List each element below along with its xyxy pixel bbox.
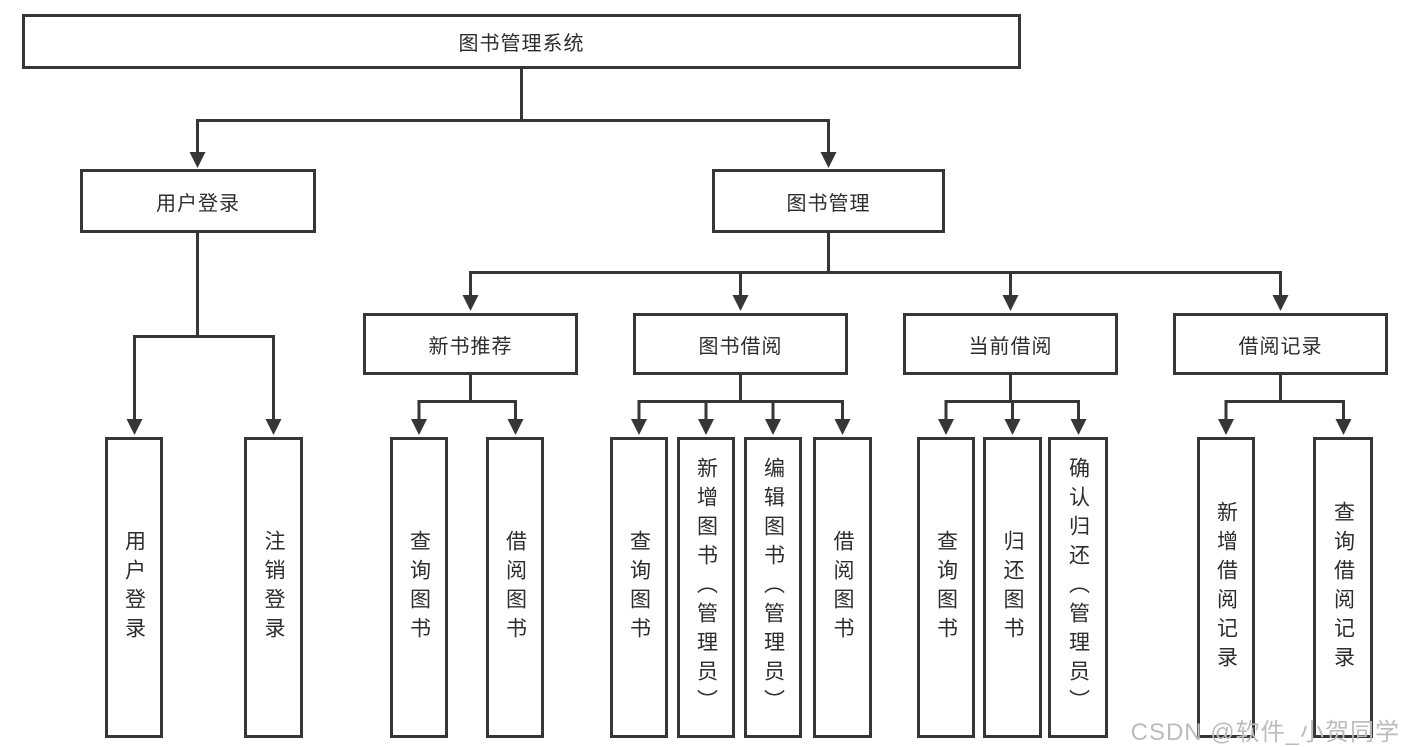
node-current-borrow-label: 当前借阅 [968, 335, 1053, 358]
leaf-logout-label: 注销登录 [262, 529, 286, 646]
leaf-query-books-3: 查询图书 [917, 437, 975, 738]
leaf-add-borrow-record: 新增借阅记录 [1197, 437, 1255, 738]
csdn-watermark: CSDN @软件_小贺同学 [1130, 719, 1400, 746]
leaf-query-books-3-label: 查询图书 [934, 529, 958, 646]
leaf-add-books-admin: 新增图书（管理员） [677, 437, 735, 738]
leaf-borrow-books-1: 借阅图书 [486, 437, 544, 738]
leaf-confirm-return-admin: 确认归还（管理员） [1048, 437, 1108, 738]
leaf-borrow-books-2-label: 借阅图书 [831, 529, 855, 646]
leaf-add-borrow-record-label: 新增借阅记录 [1214, 500, 1238, 675]
node-user-login: 用户登录 [80, 169, 316, 233]
arrowhead-icons [126, 152, 1352, 435]
leaf-return-books: 归还图书 [983, 437, 1042, 738]
node-book-borrow-label: 图书借阅 [698, 335, 783, 358]
leaf-borrow-books-2: 借阅图书 [813, 437, 872, 738]
leaf-query-borrow-record-label: 查询借阅记录 [1331, 500, 1355, 675]
leaf-user-login-label: 用户登录 [122, 529, 146, 646]
leaf-query-books-2-label: 查询图书 [627, 529, 651, 646]
leaf-query-books-2: 查询图书 [610, 437, 668, 738]
leaf-edit-books-admin-label: 编辑图书（管理员） [761, 457, 785, 718]
leaf-query-borrow-record: 查询借阅记录 [1313, 437, 1373, 738]
leaf-add-books-admin-label: 新增图书（管理员） [694, 457, 718, 718]
leaf-borrow-books-1-label: 借阅图书 [503, 529, 527, 646]
leaf-return-books-label: 归还图书 [1001, 529, 1025, 646]
node-current-borrow: 当前借阅 [903, 313, 1118, 375]
node-borrow-records-label: 借阅记录 [1238, 335, 1323, 358]
leaf-logout: 注销登录 [244, 437, 303, 738]
leaf-query-books-1-label: 查询图书 [407, 529, 431, 646]
leaf-edit-books-admin: 编辑图书（管理员） [744, 437, 802, 738]
node-root: 图书管理系统 [22, 14, 1021, 69]
node-new-book-recommend: 新书推荐 [363, 313, 578, 375]
leaf-query-books-1: 查询图书 [390, 437, 448, 738]
node-book-management-label: 图书管理 [786, 192, 871, 215]
node-user-login-label: 用户登录 [156, 192, 240, 215]
node-new-book-recommend-label: 新书推荐 [428, 335, 513, 358]
node-borrow-records: 借阅记录 [1173, 313, 1388, 375]
node-root-label: 图书管理系统 [458, 33, 585, 55]
leaf-user-login: 用户登录 [105, 437, 163, 738]
node-book-borrow: 图书借阅 [633, 313, 848, 375]
leaf-confirm-return-admin-label: 确认归还（管理员） [1066, 457, 1090, 718]
node-book-management: 图书管理 [712, 169, 945, 233]
